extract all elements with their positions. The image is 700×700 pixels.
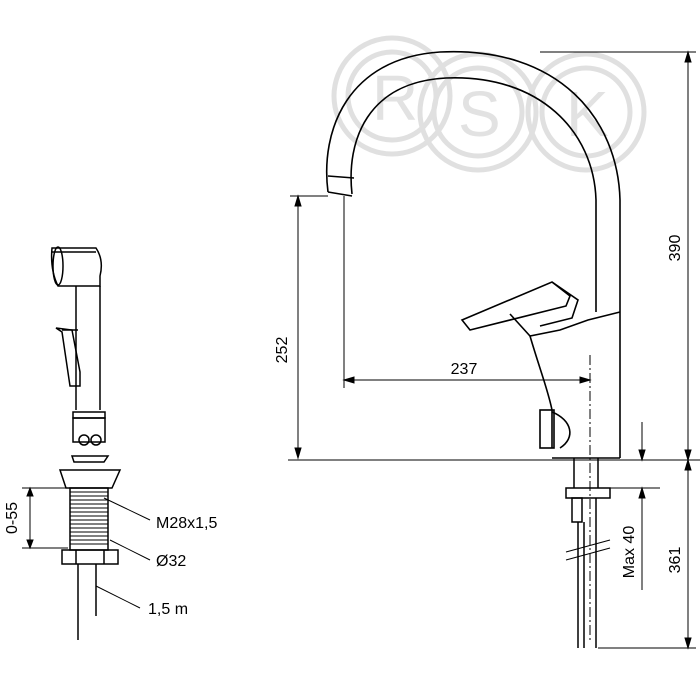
- callout-leaders: [95, 497, 151, 609]
- callout-diameter: Ø32: [156, 553, 186, 570]
- dimension-line-361: [598, 458, 696, 650]
- faucet-spout: [325, 50, 621, 312]
- dimension-label-max-40: Max 40: [621, 526, 638, 579]
- dimension-label-390: 390: [667, 235, 684, 262]
- faucet-lever-handle: [460, 281, 621, 337]
- dimension-label-361: 361: [667, 547, 684, 574]
- rsk-watermark-logo: [331, 35, 647, 173]
- dimension-line-max-40: [604, 422, 660, 590]
- dimension-label-237: 237: [451, 361, 478, 378]
- side-spray-nut-and-hose: [61, 549, 119, 640]
- callout-hose-length: 1,5 m: [148, 601, 188, 618]
- watermark-letter-r: R: [372, 62, 418, 134]
- side-spray-thread: [70, 491, 108, 545]
- break-lines: [565, 539, 611, 561]
- dimension-line-390: [540, 50, 696, 462]
- dimension-line-237: [342, 196, 592, 388]
- faucet-body: [529, 312, 621, 459]
- dimension-line-0-55: [22, 486, 68, 550]
- faucet-mounting: [565, 458, 611, 648]
- callout-thread-size: M28x1,5: [156, 515, 217, 532]
- side-spray-drawing: [50, 246, 122, 551]
- watermark-letter-k: K: [566, 78, 609, 150]
- watermark-letter-s: S: [458, 78, 501, 150]
- dimension-line-252: [290, 194, 328, 460]
- dimension-label-0-55: 0-55: [4, 502, 21, 534]
- dimension-label-252: 252: [274, 337, 291, 364]
